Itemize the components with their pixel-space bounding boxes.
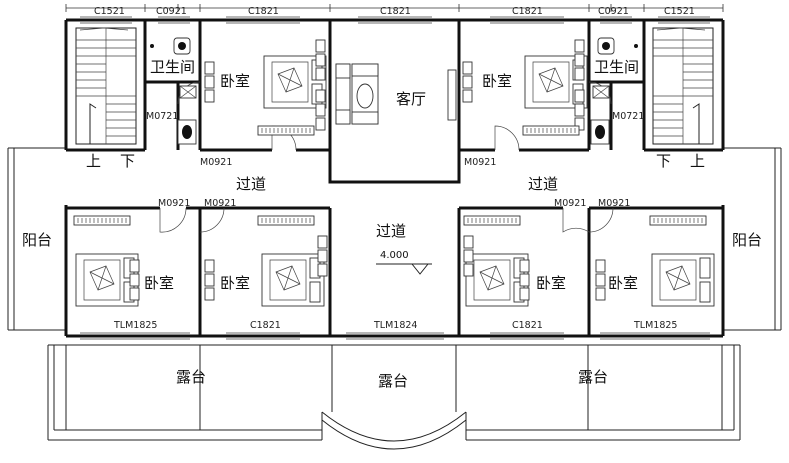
dimension-line-top [65, 4, 724, 12]
terrace-right-label: 露台 [578, 368, 608, 386]
elevation-value: 4.000 [380, 250, 409, 261]
bedroom-top-right-label: 卧室 [482, 72, 512, 90]
living-room-sofa [335, 63, 457, 125]
door-code: M0721 [146, 111, 178, 122]
window-code: C1521 [664, 6, 695, 17]
door-code: M0921 [464, 157, 496, 168]
door-code: M0921 [598, 198, 630, 209]
elevation-marker [376, 263, 432, 275]
bathroom-fixtures-right [590, 37, 638, 145]
door-code: M0921 [554, 198, 586, 209]
door-code: TLM1825 [633, 320, 677, 331]
interior-walls [66, 20, 723, 336]
door-code: M0921 [204, 198, 236, 209]
door-code: TLM1825 [113, 320, 157, 331]
window-code: C1821 [250, 320, 281, 331]
balcony-right-label: 阳台 [732, 231, 762, 249]
bedroom-mid-3-label: 卧室 [536, 274, 566, 292]
balcony-left-label: 阳台 [22, 231, 52, 249]
exterior-walls [64, 18, 725, 338]
bedroom-top-left-label: 卧室 [220, 72, 250, 90]
bedroom-furniture-mid-3 [463, 215, 530, 307]
bedroom-furniture-mid-2 [204, 215, 328, 307]
window-code: C1821 [512, 320, 543, 331]
staircase-right [652, 27, 714, 145]
corridor-right-label: 过道 [528, 175, 558, 193]
window-code: C0921 [598, 6, 629, 17]
stair-left-up-label: 上 [86, 152, 101, 170]
bedroom-furniture-mid-4 [595, 215, 715, 307]
door-code: M0721 [612, 111, 644, 122]
window-code: C1821 [380, 6, 411, 17]
terrace-railing [7, 147, 782, 450]
top-windows [80, 16, 710, 340]
bedroom-mid-1-label: 卧室 [144, 274, 174, 292]
door-code: M0921 [200, 157, 232, 168]
corridor-left-label: 过道 [236, 175, 266, 193]
door-code: M0921 [158, 198, 190, 209]
stair-left-down-label: 下 [120, 152, 135, 170]
bathroom-fixtures-left [150, 37, 197, 145]
bedroom-mid-2-label: 卧室 [220, 274, 250, 292]
bedroom-furniture-mid-1 [73, 215, 140, 307]
living-room-label: 客厅 [396, 90, 426, 108]
stair-right-up-label: 上 [690, 152, 705, 170]
terrace-left-label: 露台 [176, 368, 206, 386]
bathroom-right-label: 卫生间 [594, 58, 639, 76]
window-code: C1821 [512, 6, 543, 17]
terrace-center-label: 露台 [378, 372, 408, 390]
stair-right-down-label: 下 [656, 152, 671, 170]
bedroom-mid-4-label: 卧室 [608, 274, 638, 292]
door-code: TLM1824 [373, 320, 417, 331]
staircase-left [75, 27, 137, 145]
bathroom-left-label: 卫生间 [150, 58, 195, 76]
window-code: C1521 [94, 6, 125, 17]
corridor-center-label: 过道 [376, 222, 406, 240]
window-code: C0921 [156, 6, 187, 17]
window-code: C1821 [248, 6, 279, 17]
